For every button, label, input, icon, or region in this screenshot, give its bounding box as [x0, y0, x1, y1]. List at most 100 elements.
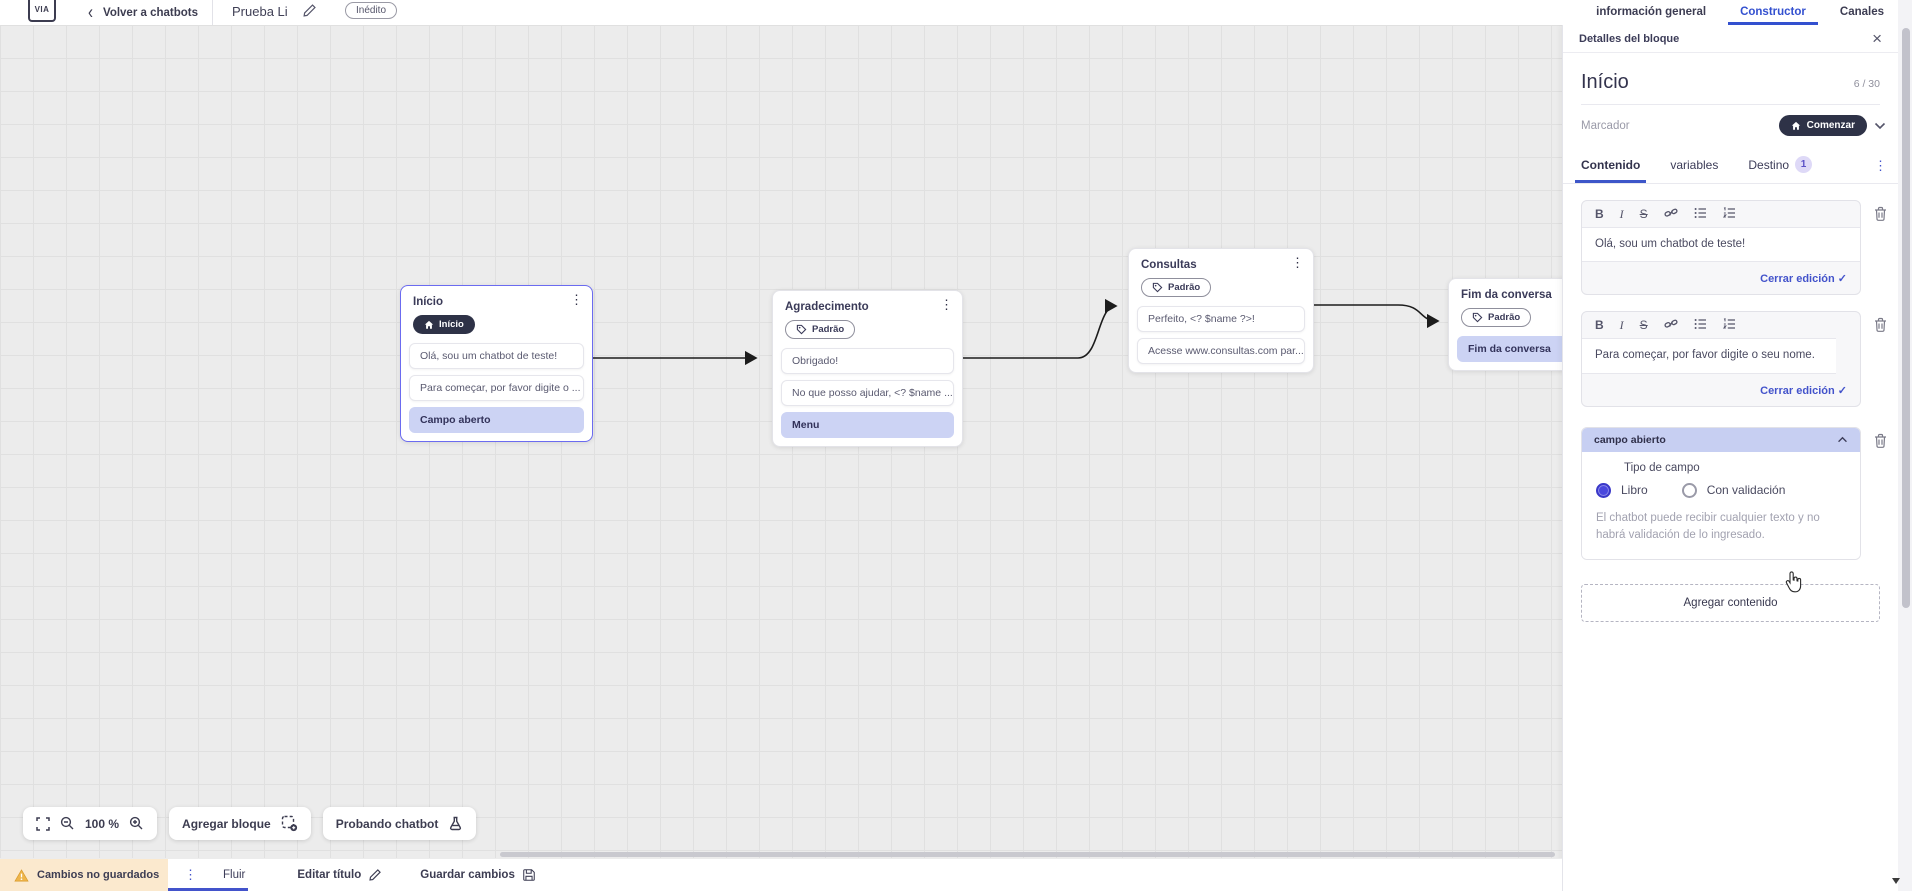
node-item-message[interactable]: No que posso ajudar, <? $name ...: [781, 380, 954, 406]
node-menu-icon[interactable]: ⋮: [940, 297, 953, 312]
test-chatbot-button[interactable]: Probando chatbot: [322, 807, 477, 840]
radio-libro[interactable]: [1596, 482, 1611, 498]
trash-icon[interactable]: [1873, 206, 1888, 227]
node-inicio[interactable]: Início ⋮ Início Olá, sou um chatbot de t…: [400, 285, 593, 442]
trash-icon[interactable]: [1873, 433, 1888, 454]
bullet-list-icon[interactable]: [1694, 318, 1707, 332]
radio-libro-label[interactable]: Libro: [1621, 483, 1648, 497]
trash-icon[interactable]: [1873, 317, 1888, 338]
back-label: Volver a chatbots: [103, 6, 199, 19]
node-item-menu[interactable]: Menu: [781, 412, 954, 438]
panel-tabs: Contenido variables Destino 1 ⋮: [1563, 148, 1898, 184]
home-icon: [1791, 121, 1800, 130]
tab-fluir[interactable]: Fluir: [223, 868, 246, 881]
pencil-icon: [369, 869, 382, 881]
node-title: Agradecimento: [785, 301, 869, 313]
node-menu-icon[interactable]: ⋮: [1291, 255, 1304, 270]
close-edit-link[interactable]: Cerrar edición ✓: [1760, 384, 1847, 397]
tab-canales[interactable]: Canales: [1839, 5, 1884, 18]
save-changes-button[interactable]: Guardar cambios: [420, 868, 536, 882]
node-title: Início: [413, 296, 444, 308]
editor-toolbar: B I S: [1582, 312, 1860, 338]
field-type-description: El chatbot puede recibir cualquier texto…: [1596, 511, 1820, 542]
tag-icon: [1472, 312, 1483, 323]
node-fim-da-conversa[interactable]: Fim da conversa Padrão Fim da conversa: [1448, 278, 1562, 371]
edit-title-button[interactable]: Editar título: [297, 868, 382, 882]
node-consultas[interactable]: Consultas ⋮ Padrão Perfeito, <? $name ?>…: [1128, 248, 1314, 373]
zoom-in-icon[interactable]: [129, 816, 144, 831]
link-icon[interactable]: [1664, 207, 1678, 221]
top-tabs: información general Constructor Canales: [1596, 0, 1884, 25]
marker-label: Marcador: [1581, 119, 1630, 132]
fullscreen-icon[interactable]: [36, 816, 50, 831]
chevron-left-icon: ‹: [88, 1, 93, 24]
tab-constructor[interactable]: Constructor: [1728, 1, 1818, 25]
edit-title-pencil-icon[interactable]: [302, 3, 317, 23]
node-default-badge[interactable]: Padrão: [1141, 278, 1212, 297]
strikethrough-icon[interactable]: S: [1639, 318, 1648, 333]
status-badge: Inédito: [345, 2, 398, 19]
node-default-badge[interactable]: Padrão: [1461, 308, 1532, 327]
close-edit-link[interactable]: Cerrar edición ✓: [1760, 273, 1847, 286]
scrollbar-thumb[interactable]: [1902, 28, 1910, 608]
radio-con-validacion[interactable]: [1681, 482, 1697, 498]
italic-icon[interactable]: I: [1619, 207, 1624, 221]
node-title: Fim da conversa: [1461, 289, 1552, 301]
open-field-section: campo abierto Tipo de campo Libro Con va…: [1581, 426, 1861, 561]
node-item-message[interactable]: Obrigado!: [781, 348, 954, 374]
flow-menu-icon[interactable]: ⋮: [184, 867, 197, 883]
node-item-message[interactable]: Olá, sou um chatbot de teste!: [409, 343, 584, 369]
node-menu-icon[interactable]: ⋮: [570, 292, 583, 307]
add-block-icon: [281, 815, 298, 832]
node-item-message[interactable]: Para começar, por favor digite o ...: [409, 375, 584, 401]
bold-icon[interactable]: B: [1595, 207, 1604, 221]
node-item-message[interactable]: Perfeito, <? $name ?>!: [1137, 306, 1305, 332]
node-item-open-field[interactable]: Campo aberto: [409, 407, 584, 433]
content-editor: B I S Para começar, por favor digite o s…: [1581, 311, 1861, 407]
node-agradecimento[interactable]: Agradecimento ⋮ Padrão Obrigado! No que …: [772, 290, 963, 447]
link-icon[interactable]: [1664, 318, 1678, 332]
italic-icon[interactable]: I: [1619, 318, 1624, 333]
node-start-badge[interactable]: Início: [413, 315, 475, 334]
add-block-button[interactable]: Agregar bloque: [169, 807, 311, 840]
field-type-label: Tipo de campo: [1624, 461, 1700, 474]
editor-toolbar: B I S: [1582, 201, 1860, 227]
zoom-out-icon[interactable]: [60, 816, 75, 831]
back-to-chatbots-button[interactable]: ‹ Volver a chatbots: [88, 0, 198, 25]
zoom-controls: 100 %: [23, 807, 158, 840]
open-field-header[interactable]: campo abierto: [1582, 427, 1860, 452]
numbered-list-icon[interactable]: [1722, 207, 1736, 221]
chevron-down-icon[interactable]: [1874, 122, 1886, 130]
strikethrough-icon[interactable]: S: [1639, 207, 1648, 221]
tab-variables[interactable]: variables: [1670, 157, 1719, 172]
tab-informacion-general[interactable]: información general: [1596, 5, 1707, 18]
chevron-up-icon: [1838, 436, 1847, 443]
scroll-corner-arrow-icon[interactable]: [1890, 874, 1902, 891]
home-icon: [424, 320, 434, 329]
warning-icon: [14, 868, 29, 881]
bold-icon[interactable]: B: [1595, 318, 1604, 333]
zoom-level: 100 %: [85, 816, 120, 831]
active-flow-underline: [168, 888, 248, 891]
node-item-message[interactable]: Acesse www.consultas.com par...: [1137, 338, 1305, 364]
node-item-end[interactable]: Fim da conversa: [1457, 336, 1562, 362]
add-content-button[interactable]: Agregar contenido: [1581, 584, 1880, 623]
marker-value-pill[interactable]: Comenzar: [1778, 115, 1867, 136]
scrollbar-thumb[interactable]: [500, 852, 1555, 857]
tab-contenido[interactable]: Contenido: [1574, 150, 1647, 183]
block-name: Início: [1581, 71, 1629, 93]
editor-text[interactable]: Olá, sou um chatbot de teste!: [1582, 227, 1860, 263]
node-default-badge[interactable]: Padrão: [785, 320, 856, 339]
numbered-list-icon[interactable]: [1722, 318, 1736, 332]
flow-canvas[interactable]: Início ⋮ Início Olá, sou um chatbot de t…: [0, 25, 1562, 858]
bullet-list-icon[interactable]: [1694, 207, 1707, 221]
editor-text[interactable]: Para começar, por favor digite o seu nom…: [1582, 338, 1836, 374]
panel-tabs-menu-icon[interactable]: ⋮: [1874, 157, 1887, 173]
canvas-horizontal-scrollbar[interactable]: [0, 851, 1562, 858]
tab-destino[interactable]: Destino 1: [1748, 148, 1813, 183]
close-icon[interactable]: ×: [1872, 29, 1882, 48]
app-logo-icon[interactable]: VIA: [28, 0, 56, 22]
page-vertical-scrollbar[interactable]: [1898, 0, 1912, 891]
radio-con-validacion-label[interactable]: Con validación: [1706, 483, 1786, 497]
